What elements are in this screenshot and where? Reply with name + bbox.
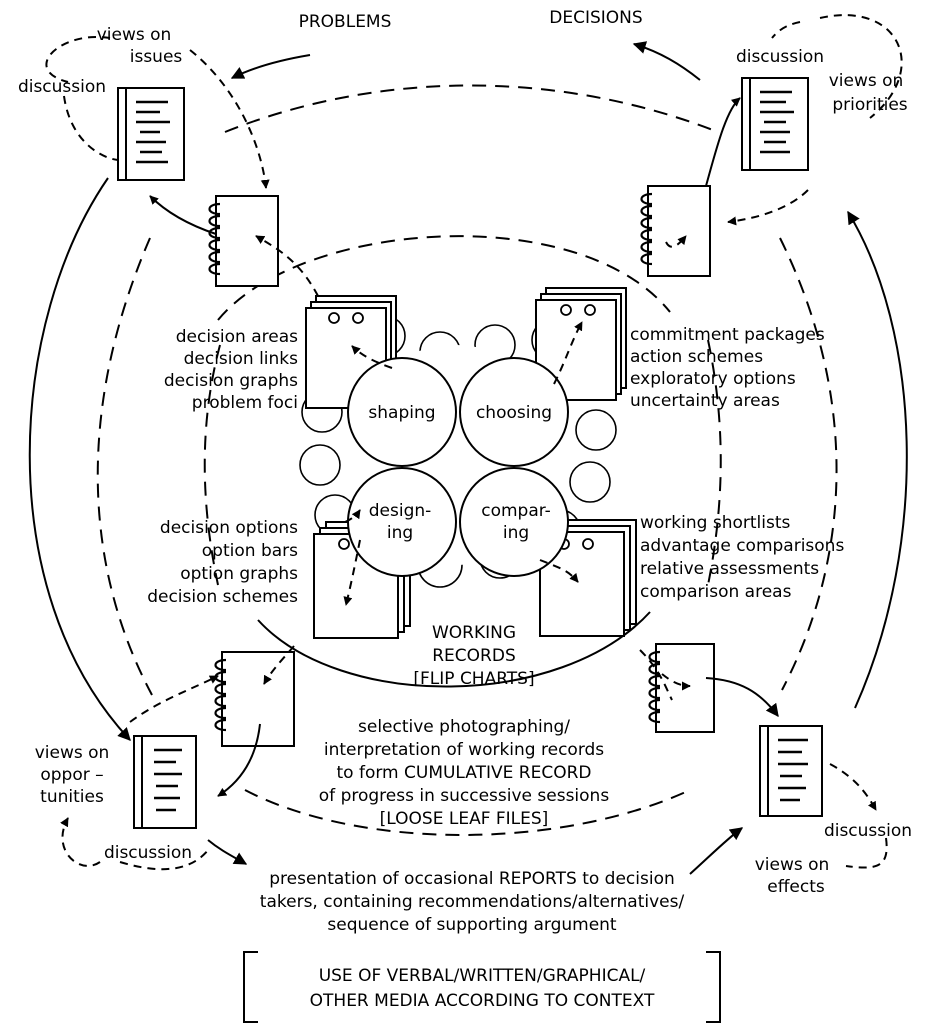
mode-circle-choosing: choosing [459,357,569,467]
outer-dashed-loop-top [224,84,719,133]
svg-text:[LOOSE LEAF FILES]: [LOOSE LEAF FILES] [380,809,549,829]
comparing-products-list: working shortlists advantage comparisons… [640,513,844,602]
cumulative-record-caption: selective photographing/ interpretation … [319,717,610,829]
svg-text:option graphs: option graphs [180,564,298,584]
mode-circle-designing: design- ing [347,467,457,577]
svg-text:commitment packages: commitment packages [630,325,825,345]
svg-text:action schemes: action schemes [630,347,763,367]
choosing-products-list: commitment packages action schemes explo… [630,325,825,411]
file-bottom-right [759,725,823,817]
notebook-top-left [208,195,279,287]
svg-text:relative assessments: relative assessments [640,559,819,579]
outer-solid-loop-right [847,210,908,709]
svg-text:[FLIP CHARTS]: [FLIP CHARTS] [413,669,534,689]
reports-caption: presentation of occasional REPORTS to de… [260,869,685,935]
svg-text:sequence of supporting argumen: sequence of supporting argument [327,915,617,935]
notebook-top-right [640,185,711,277]
svg-text:uncertainty areas: uncertainty areas [630,391,780,411]
svg-text:oppor –: oppor – [40,765,103,785]
svg-text:issues: issues [130,47,183,67]
svg-text:priorities: priorities [832,95,907,115]
notebook-bottom-right [648,643,715,733]
working-records-caption: WORKING RECORDS [FLIP CHARTS] [413,623,534,689]
svg-text:tunities: tunities [40,787,104,807]
problems-header: PROBLEMS [299,12,392,32]
shaping-products-list: decision areas decision links decision g… [164,327,298,413]
discussion-bottom-left: discussion [104,843,192,863]
svg-text:presentation of occasional REP: presentation of occasional REPORTS to de… [269,869,675,889]
svg-text:effects: effects [767,877,825,897]
comparing-label-line2: ing [503,523,529,543]
mode-circle-comparing: compar- ing [459,467,569,577]
outer-dashed-loop-right [779,237,838,691]
discussion-top-right: discussion [736,47,824,67]
views-on-priorities-label: views on priorities [829,71,908,115]
designing-label-line1: design- [369,501,432,521]
svg-text:views on: views on [35,743,110,763]
notebook-bottom-left [214,651,295,747]
svg-text:views on: views on [755,855,830,875]
shaping-label: shaping [368,403,435,423]
svg-text:views on: views on [97,25,172,45]
svg-text:WORKING: WORKING [432,623,516,643]
mode-circle-shaping: shaping [347,357,457,467]
svg-text:views on: views on [829,71,904,91]
views-on-issues-label: views on issues [97,25,183,67]
svg-text:decision schemes: decision schemes [147,587,298,607]
outer-solid-loop-left [28,177,131,741]
file-top-left [117,87,185,181]
record-flow-arrows [45,14,903,875]
media-caption-line2: OTHER MEDIA ACCORDING TO CONTEXT [310,991,655,1011]
svg-text:working shortlists: working shortlists [640,513,790,533]
media-caption-line1: USE OF VERBAL/WRITTEN/GRAPHICAL/ [319,966,646,986]
file-bottom-left [133,735,197,829]
svg-text:to form CUMULATIVE RECORD: to form CUMULATIVE RECORD [337,763,592,783]
discussion-bottom-right: discussion [824,821,912,841]
svg-text:RECORDS: RECORDS [432,646,516,666]
svg-text:decision options: decision options [160,518,298,538]
svg-text:selective photographing/: selective photographing/ [358,717,570,737]
circle-to-chart-arrows [343,321,583,606]
outer-dashed-loop-bottom [244,789,691,836]
discussion-top-left: discussion [18,77,106,97]
designing-products-list: decision options option bars option grap… [147,518,298,607]
svg-text:advantage comparisons: advantage comparisons [640,536,844,556]
comparing-label-line1: compar- [481,501,551,521]
svg-text:decision graphs: decision graphs [164,371,298,391]
svg-text:exploratory options: exploratory options [630,369,796,389]
choosing-label: choosing [476,403,552,423]
designing-label-line2: ing [387,523,413,543]
svg-text:decision areas: decision areas [176,327,298,347]
views-on-opportunities-label: views on oppor – tunities [35,743,110,807]
svg-text:interpretation of working reco: interpretation of working records [324,740,604,760]
working-records-solid-arc [257,611,651,688]
svg-text:decision links: decision links [184,349,299,369]
file-top-right [741,77,809,171]
media-bracket: USE OF VERBAL/WRITTEN/GRAPHICAL/ OTHER M… [243,951,721,1023]
decisions-header: DECISIONS [549,8,642,28]
outer-dashed-loop-left [96,237,153,696]
svg-text:takers, containing recommendat: takers, containing recommendations/alter… [260,892,685,912]
views-on-effects-label: views on effects [755,855,830,897]
svg-text:comparison areas: comparison areas [640,582,792,602]
svg-text:option bars: option bars [202,541,298,561]
svg-text:problem foci: problem foci [192,393,298,413]
svg-text:of progress in successive sess: of progress in successive sessions [319,786,610,806]
